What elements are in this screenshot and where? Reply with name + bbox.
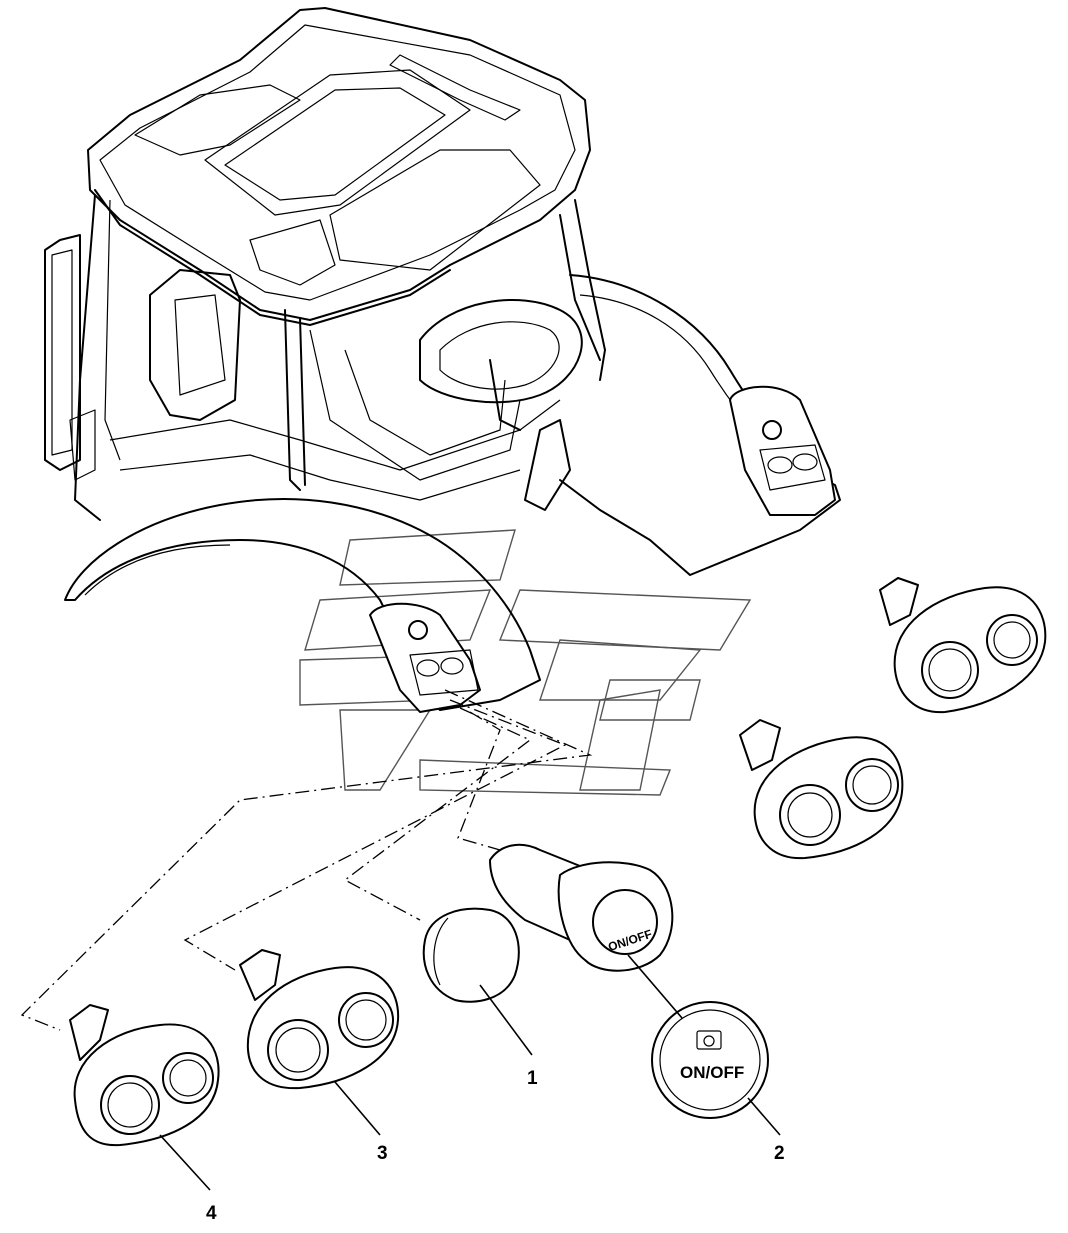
tractor-cab bbox=[44, 7, 841, 713]
callout-4: 4 bbox=[206, 1203, 217, 1224]
callout-leaders bbox=[159, 954, 781, 1191]
switch-upper-right-b bbox=[739, 719, 904, 860]
outlet-cap-part-2: ON/OFF bbox=[651, 1001, 769, 1119]
callout-2: 2 bbox=[774, 1143, 785, 1164]
outlet-cap-label: ON/OFF bbox=[680, 1063, 744, 1082]
blanking-cap-part-1 bbox=[422, 907, 520, 1003]
switch-part-3 bbox=[239, 949, 400, 1090]
power-outlet: ON/OFF bbox=[489, 843, 674, 972]
switch-part-4 bbox=[69, 1004, 220, 1147]
callout-3: 3 bbox=[377, 1143, 388, 1164]
leader-lines bbox=[20, 689, 593, 1031]
callout-1: 1 bbox=[527, 1068, 538, 1089]
switch-upper-right-a bbox=[879, 577, 1047, 714]
